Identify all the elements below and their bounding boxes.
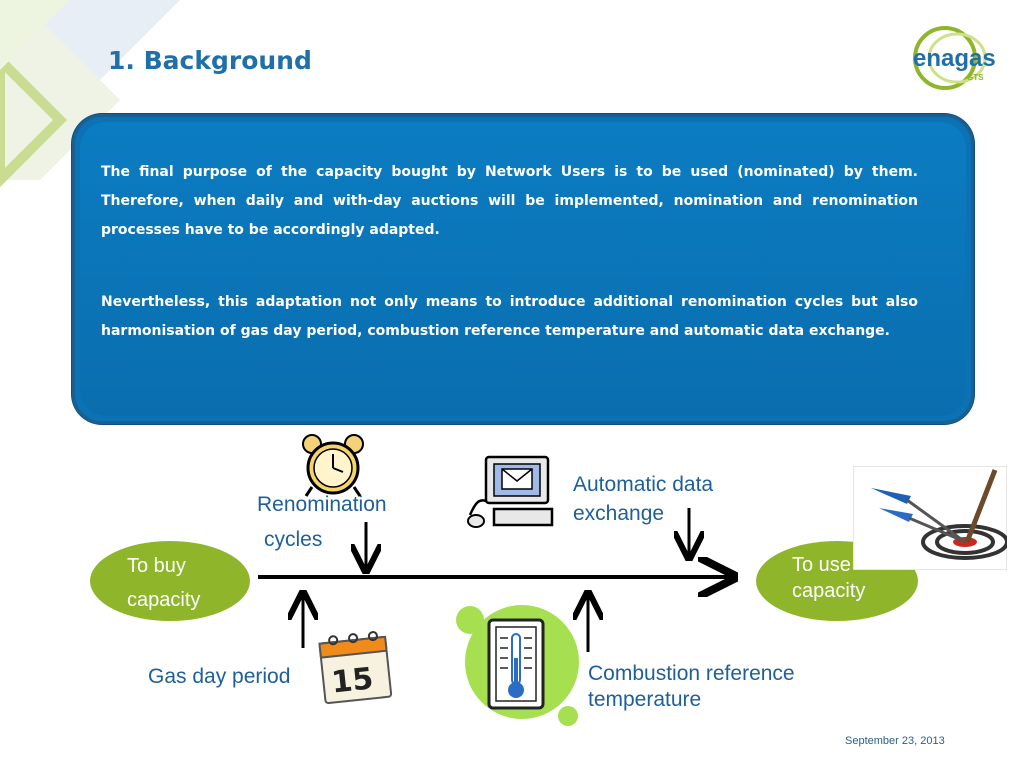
decorative-corner-shapes — [0, 0, 180, 188]
darts-target-icon — [853, 466, 1007, 570]
combustion-label-line2: temperature — [588, 688, 702, 711]
automatic-label-line2: exchange — [573, 502, 665, 525]
to-use-label-line2: capacity — [792, 580, 866, 602]
calendar-day-text: 15 — [330, 661, 375, 700]
to-use-capacity-oval: To use capacity — [756, 541, 918, 621]
page-title: 1. Background — [108, 46, 312, 75]
panel-paragraph-2: Nevertheless, this adaptation not only m… — [101, 294, 918, 339]
calendar-icon: 15 — [318, 631, 393, 705]
computer-mail-icon — [467, 455, 554, 528]
automatic-label-line1: Automatic data — [573, 473, 714, 496]
footer-date: September 23, 2013 — [845, 735, 945, 747]
gas-day-label: Gas day period — [148, 665, 291, 688]
combustion-label-line1: Combustion reference — [588, 662, 795, 685]
content-panel — [72, 114, 974, 424]
content-panel-inner — [80, 122, 966, 416]
panel-paragraph-1: The final purpose of the capacity bought… — [101, 164, 918, 238]
to-buy-label-line1: To buy — [127, 555, 186, 577]
renomination-label-line2: cycles — [264, 528, 323, 551]
svg-text:GTS: GTS — [967, 73, 984, 82]
to-buy-capacity-oval: To buy capacity — [90, 541, 250, 621]
to-use-label-line1: To use — [792, 554, 851, 576]
thermometer-icon — [456, 605, 579, 726]
enagas-logo: enagas GTS — [913, 26, 996, 90]
renomination-label-line1: Renomination — [257, 493, 387, 516]
to-buy-label-line2: capacity — [127, 589, 201, 611]
alarm-clock-icon — [302, 434, 364, 497]
svg-text:enagas: enagas — [913, 45, 996, 72]
